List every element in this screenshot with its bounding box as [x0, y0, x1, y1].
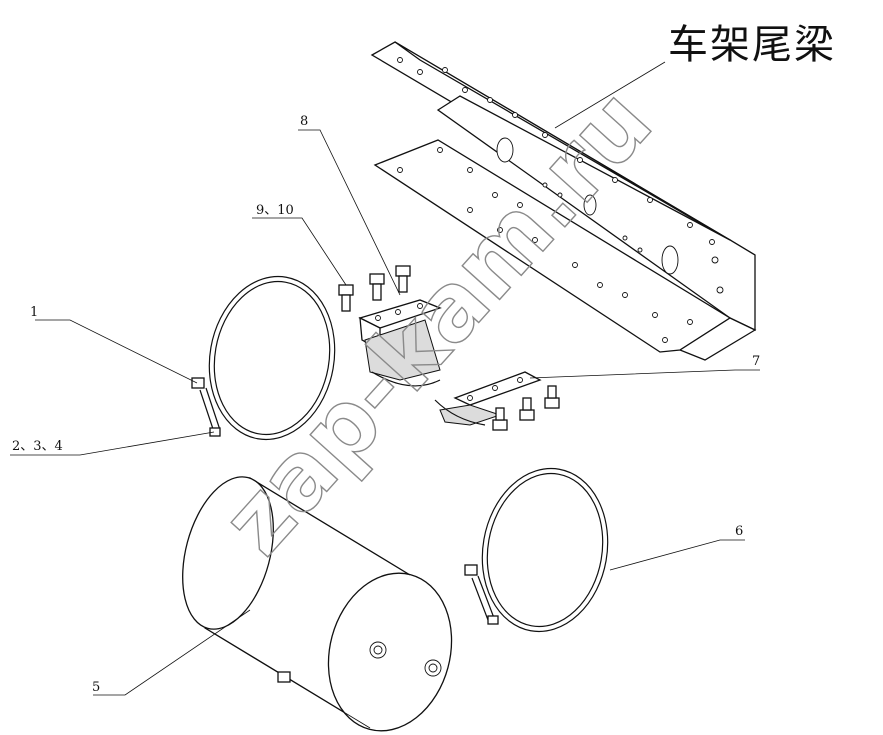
leader-2: [79, 431, 215, 456]
callout-1: 1: [30, 305, 38, 320]
callout-7: 7: [752, 354, 760, 369]
bracket-right-saddle-curve: [434, 399, 486, 426]
leader-8: [298, 129, 401, 296]
mounting-strap-rear: [464, 467, 609, 633]
leader-9: [252, 217, 347, 286]
callout-8: 8: [300, 114, 308, 129]
bolt-icon: [338, 284, 354, 312]
crossmember-holes: [397, 57, 724, 343]
leader-7: [529, 369, 760, 379]
leader-6: [609, 539, 745, 571]
title-leader-line: [554, 61, 666, 129]
frame-rear-crossmember: [370, 41, 757, 361]
bolt-icon: [519, 397, 535, 421]
callout-2-3-4: 2、3、4: [12, 439, 63, 454]
strap-rear-clamp: [464, 564, 478, 576]
bracket-left-gusset: [364, 319, 441, 381]
bracket-right-gusset: [439, 404, 502, 426]
strap-rear-nut: [487, 615, 499, 625]
air-tank-drain-valve: [277, 671, 291, 683]
callout-leaders: [10, 129, 760, 696]
mounting-strap-front: [191, 275, 336, 441]
bolt-icon: [369, 273, 385, 301]
strap-rear-outer: [481, 467, 609, 633]
bracket-left-saddle-curve: [371, 371, 441, 387]
strap-front-inner: [213, 280, 331, 436]
callout-5: 5: [92, 680, 100, 695]
strap-front-clamp: [191, 377, 205, 389]
bolt-icon: [544, 385, 560, 409]
leader-1: [35, 319, 198, 384]
bracket-left: [358, 299, 442, 387]
strap-front-tension-bolt: [199, 389, 215, 433]
strap-rear-inner: [486, 472, 604, 628]
air-tank-rear-cap: [327, 572, 453, 732]
strap-front-nut: [209, 427, 221, 437]
strap-front-outer: [208, 275, 336, 441]
leader-5: [93, 609, 251, 696]
bracket-right: [434, 371, 542, 426]
strap-rear-tension-bolt: [471, 577, 489, 621]
diagram-title: 车架尾梁: [668, 22, 836, 68]
crossmember-end-face: [678, 317, 757, 361]
air-tank-front-cap: [182, 476, 274, 630]
air-tank: [182, 476, 453, 732]
bolt-icon: [395, 265, 411, 293]
bolt-icon: [492, 407, 508, 431]
callout-9-10: 9、10: [256, 203, 294, 218]
callout-6: 6: [735, 524, 743, 539]
bolts: [338, 265, 560, 431]
